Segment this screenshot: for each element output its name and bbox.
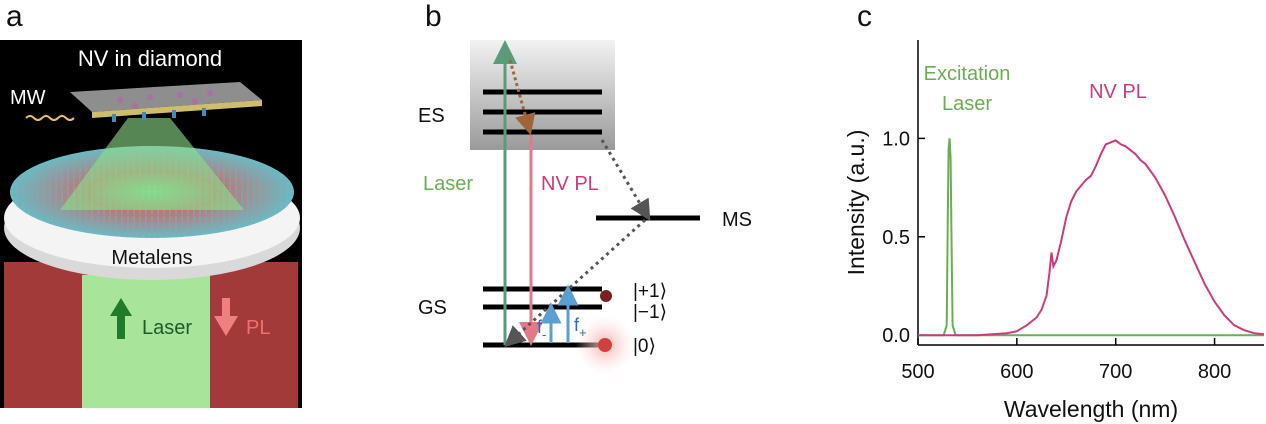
- isc-arrow-to-ms: [600, 139, 651, 222]
- laser-up-arrow-icon: [110, 298, 132, 339]
- f-minus-main: f: [537, 317, 543, 337]
- series-line-laser: [918, 138, 1264, 337]
- pl-down-arrow-icon: [214, 298, 238, 336]
- y-axis-title: Intensity (a.u.): [843, 130, 869, 276]
- nv-pl-label-b: NV PL: [541, 173, 599, 195]
- f-minus-sub: -: [542, 327, 546, 342]
- x-axis-title: Wavelength (nm): [1004, 396, 1178, 422]
- y-tick-label: 1.0: [882, 128, 910, 150]
- panel-a-illustration: NV in diamond MW Metalens Laser PL: [0, 40, 302, 408]
- ms-label: MS: [722, 209, 752, 231]
- gs-label: GS: [418, 297, 447, 319]
- state-zero-label: |0⟩: [633, 336, 656, 357]
- spin-zero-icon: [598, 338, 612, 352]
- state-minus1-label: |−1⟩: [633, 302, 667, 323]
- annotation-excitation: Excitation: [924, 63, 1011, 85]
- annotation-laser: Laser: [942, 93, 992, 115]
- panel-letter-b: b: [425, 0, 442, 33]
- es-relaxation-arrow: [508, 59, 536, 136]
- laser-label-a: Laser: [142, 317, 192, 339]
- spin-plus1-icon: [600, 290, 612, 302]
- laser-column: [82, 275, 210, 408]
- panel-a-title: NV in diamond: [78, 46, 222, 71]
- nv-spins: [112, 108, 206, 122]
- panel-letter-c: c: [857, 0, 872, 33]
- x-tick-label: 700: [1099, 361, 1132, 383]
- x-tick-label: 800: [1198, 361, 1231, 383]
- y-tick-label: 0.5: [882, 227, 910, 249]
- f-plus-label: f+: [574, 315, 587, 340]
- y-tick-label: 0.0: [882, 325, 910, 347]
- diamond-edge: [92, 100, 262, 118]
- state-plus1-label: |+1⟩: [633, 281, 667, 302]
- annotation-nv-pl: NV PL: [1089, 81, 1147, 103]
- panel-letter-a: a: [6, 0, 23, 33]
- pl-label-a: PL: [246, 317, 270, 339]
- mw-label: MW: [10, 87, 46, 109]
- f-plus-sub: +: [579, 325, 587, 340]
- x-tick-label: 600: [1000, 361, 1033, 383]
- nv-centers: [117, 90, 213, 109]
- x-tick-label: 500: [901, 361, 934, 383]
- laser-label-b: Laser: [423, 173, 473, 195]
- metalens-label: Metalens: [111, 247, 192, 269]
- series-line-nv-pl: [918, 139, 1265, 337]
- f-minus-label: f-: [537, 317, 546, 342]
- isc-arrow-to-gs: [504, 218, 647, 348]
- panel-b-energy-diagram: ES GS MS Laser NV PL |+1⟩ |−1⟩ |0⟩ f- f+: [418, 40, 752, 375]
- es-label: ES: [418, 105, 445, 127]
- laser-cone: [60, 118, 244, 210]
- chart-series: [918, 138, 1265, 337]
- diamond-plate: [70, 82, 262, 112]
- mw-wave-icon: [25, 115, 75, 121]
- f-plus-main: f: [574, 315, 580, 335]
